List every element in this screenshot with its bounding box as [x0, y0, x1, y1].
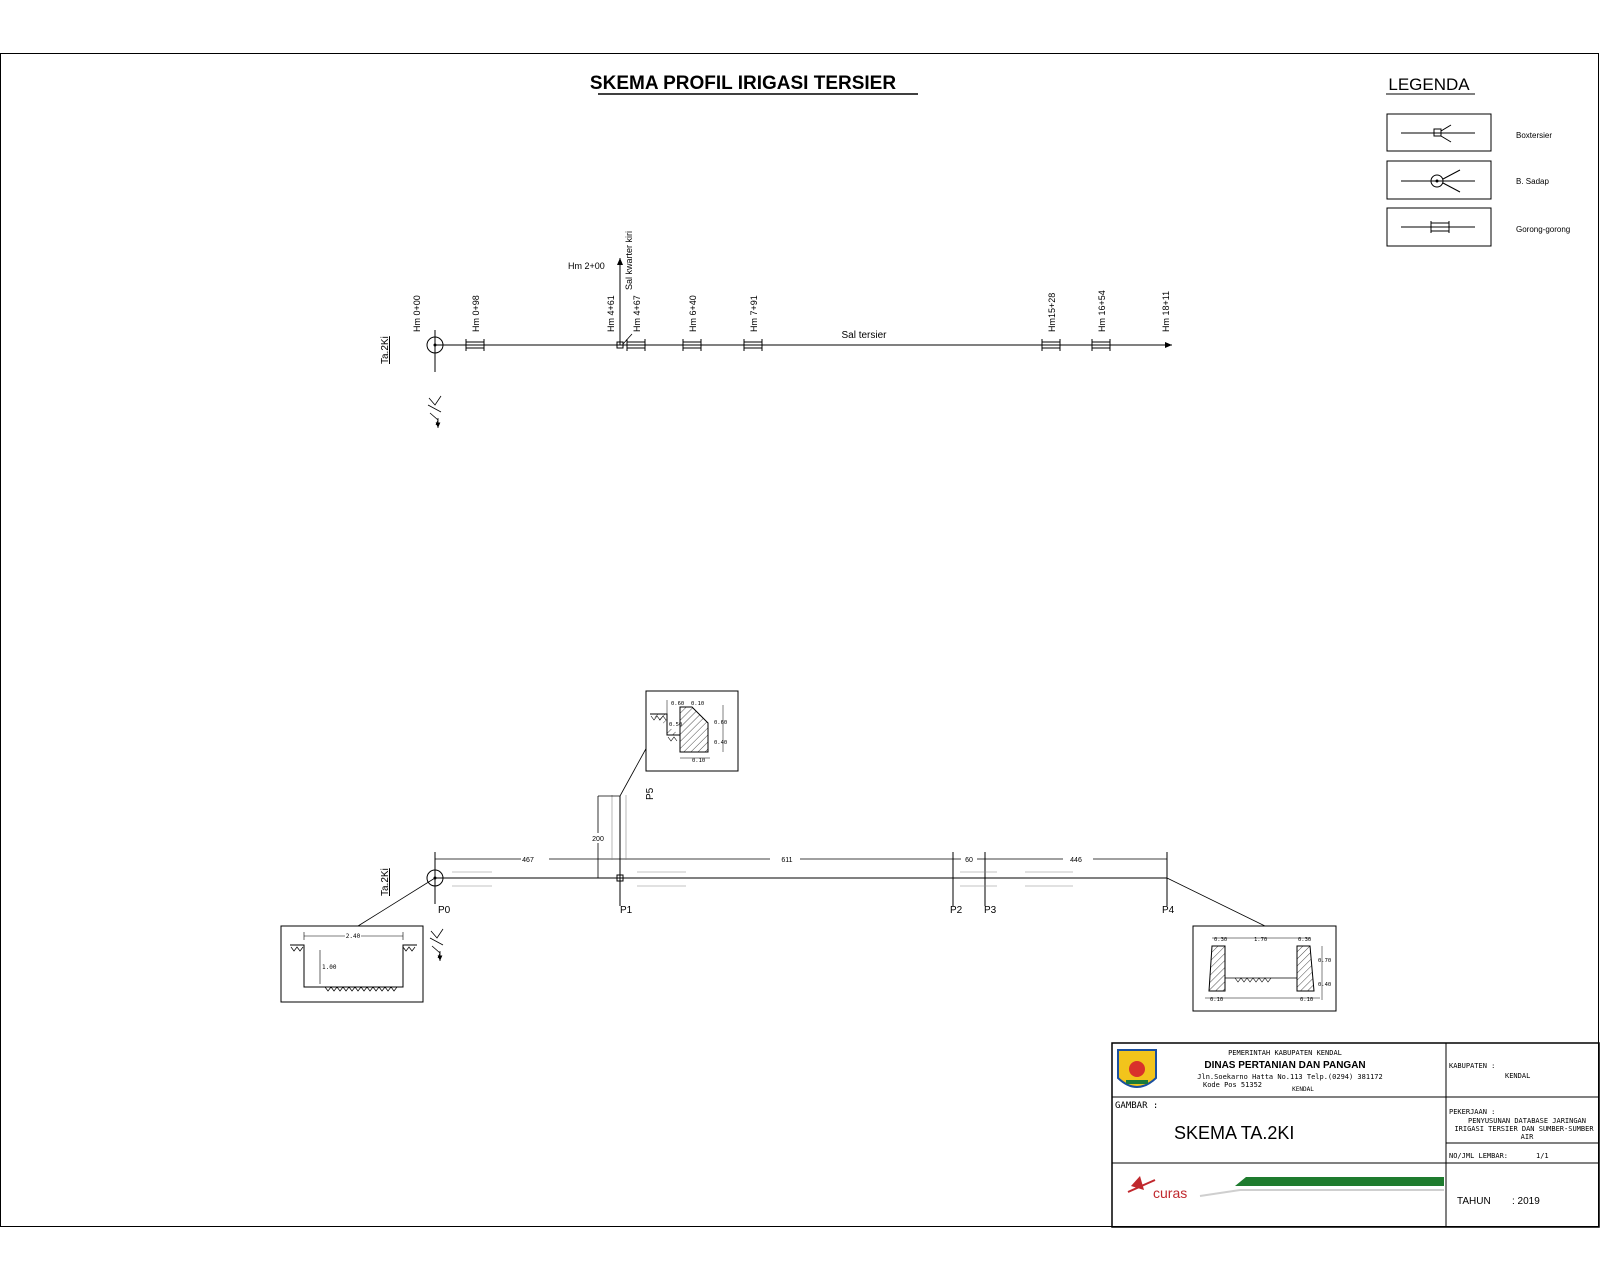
tb-address: Jln.Soekarno Hatta No.113 Telp.(0294) 38…: [1197, 1073, 1382, 1081]
tb-lembar-value: 1/1: [1536, 1152, 1549, 1160]
schema-origin-label: Ta.2Ki: [380, 336, 391, 364]
tb-pekerjaan-label: PEKERJAAN :: [1449, 1108, 1495, 1116]
section-dim: 0.30: [1214, 937, 1227, 943]
station-label: Hm 6+40: [688, 295, 698, 332]
station-label: Hm 4+61: [606, 295, 616, 332]
station-label: Hm 0+98: [471, 295, 481, 332]
station-label: Hm15+28: [1047, 293, 1057, 332]
tb-kabupaten-label: KABUPATEN :: [1449, 1062, 1495, 1070]
segment-length: 611: [781, 857, 792, 864]
irrigation-schema: Ta.2Ki Sal tersier Sal kwarter kiri Hm 2…: [380, 231, 1172, 428]
section-dim: 0.40: [1318, 982, 1331, 988]
faint-channel-notes: [452, 795, 1073, 887]
point-label-p4: P4: [1162, 905, 1175, 916]
water-flow-icon: [429, 928, 444, 961]
drawing-frame: [0, 53, 1599, 1227]
tb-gov: PEMERINTAH KABUPATEN KENDAL: [1228, 1049, 1342, 1057]
point-label-p5: P5: [645, 787, 656, 800]
legend-label-boxtersier: Boxtersier: [1516, 131, 1552, 140]
box-tersier-icon: [616, 333, 633, 349]
legend-label-gorong: Gorong-gorong: [1516, 225, 1570, 234]
profile-origin-label: Ta.2Ki: [380, 868, 391, 896]
section-dim: 0.60: [714, 720, 727, 726]
section-dim: 0.10: [692, 758, 705, 764]
tb-gambar-label: GAMBAR :: [1115, 1101, 1158, 1111]
station-label: Hm 18+11: [1161, 291, 1171, 332]
tb-kabupaten-value: KENDAL: [1505, 1072, 1530, 1080]
tb-gambar-value: SKEMA TA.2KI: [1174, 1123, 1294, 1143]
sal-tersier-label: Sal tersier: [841, 330, 887, 341]
point-label-p3: P3: [984, 905, 997, 916]
section-width: 2.40: [346, 933, 361, 940]
tb-tahun-value: : 2019: [1512, 1196, 1540, 1207]
brand-green-stripe: [1235, 1177, 1444, 1186]
box-tersier-icon: [1401, 124, 1475, 143]
tb-postal: Kode Pos 51352: [1203, 1081, 1262, 1089]
section-dim: 0.30: [1298, 937, 1311, 943]
section-dim: 0.70: [1318, 958, 1331, 964]
station-label: Hm 4+67: [632, 295, 642, 332]
cross-section-top: 0.60 0.10 0.50 0.60 0.40 0.10: [645, 690, 739, 772]
legend-title: LEGENDA: [1388, 75, 1470, 94]
water-flow-icon: [427, 395, 442, 428]
tb-pekerjaan-line: AIR: [1521, 1133, 1534, 1141]
legend: LEGENDA Boxtersier B. Sadap Gorong-gor: [1386, 75, 1570, 247]
section-dim: 0.10: [1300, 997, 1313, 1003]
tb-city: KENDAL: [1292, 1086, 1314, 1093]
gorong-gorong-icon: [1401, 221, 1475, 233]
legend-label-bsadap: B. Sadap: [1516, 177, 1549, 186]
b-sadap-icon: [1401, 169, 1475, 193]
page-title: SKEMA PROFIL IRIGASI TERSIER: [590, 73, 896, 94]
section-dim: 0.40: [714, 740, 727, 746]
cross-section-left: 2.40 1.00: [280, 925, 424, 1003]
tb-lembar-label: NO/JML LEMBAR:: [1449, 1152, 1508, 1160]
segment-length: 467: [522, 857, 534, 864]
box-tersier-icon: [616, 874, 624, 882]
segment-length: 60: [965, 857, 973, 864]
station-label: Hm 0+00: [412, 295, 422, 332]
section-dim: 0.10: [1210, 997, 1223, 1003]
point-label-p0: P0: [438, 905, 451, 916]
section-dim: 1.70: [1254, 937, 1267, 943]
curas-logo: curas: [1127, 1176, 1187, 1201]
sal-kwarter-label: Sal kwarter kiri: [624, 231, 634, 290]
segment-length: 446: [1070, 857, 1082, 864]
tb-tahun-label: TAHUN: [1457, 1196, 1491, 1207]
culvert-markers: [465, 339, 1111, 351]
station-label: Hm 16+54: [1097, 290, 1107, 332]
branch-length: 200: [592, 836, 604, 843]
tb-brand: curas: [1153, 1185, 1187, 1201]
branch-hm-label: Hm 2+00: [568, 261, 605, 271]
tb-dept: DINAS PERTANIAN DAN PANGAN: [1204, 1060, 1365, 1071]
tb-pekerjaan-line: IRIGASI TERSIER DAN SUMBER-SUMBER: [1454, 1125, 1594, 1133]
kendal-emblem: [1117, 1049, 1157, 1088]
point-label-p1: P1: [620, 905, 633, 916]
station-label: Hm 7+91: [749, 295, 759, 332]
b-sadap-icon: [426, 336, 444, 354]
point-label-p2: P2: [950, 905, 963, 916]
tb-pekerjaan-line: PENYUSUNAN DATABASE JARINGAN: [1468, 1117, 1586, 1125]
section-dim: 0.50: [669, 722, 682, 728]
cross-section-right: 0.30 1.70 0.30 0.70 0.40 0.10 0.10: [1192, 925, 1337, 1012]
irrigation-profile: Ta.2Ki 467 611 60 446: [280, 690, 1337, 1012]
section-dim: 0.60: [671, 701, 684, 707]
section-depth: 1.00: [322, 964, 337, 971]
section-dim: 0.10: [691, 701, 704, 707]
title-block: PEMERINTAH KABUPATEN KENDAL DINAS PERTAN…: [1111, 1042, 1600, 1228]
